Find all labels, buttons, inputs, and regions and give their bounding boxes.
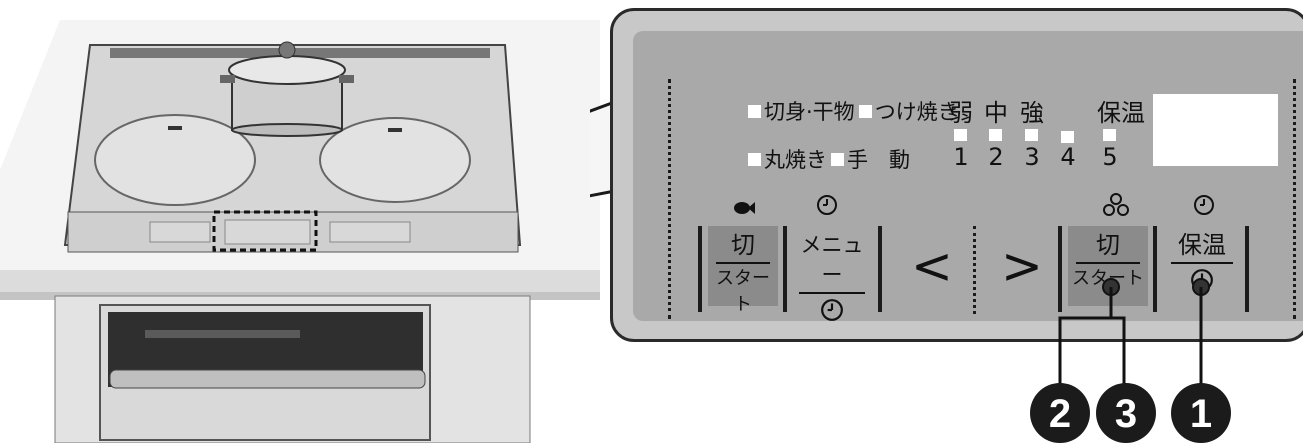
center-dotted-divider xyxy=(973,226,976,314)
indicator-tsukeyaki xyxy=(858,104,872,118)
divider-bar xyxy=(698,226,702,312)
strength-label-keep-warm: 保温 xyxy=(1097,99,1145,127)
fish-start-label: スタート xyxy=(716,268,770,315)
level-indicator-3 xyxy=(1025,129,1038,141)
mode-label-kirimi: 切身·干物 xyxy=(764,100,855,124)
burner-start-label: スタート xyxy=(1072,268,1144,289)
control-panel-face: 切身·干物 つけ焼き 丸焼き 手 動 弱 中 強 保温 1 2 3 4 5 xyxy=(633,31,1303,321)
display-screen xyxy=(1153,94,1278,166)
divider-bar xyxy=(1058,226,1062,312)
strength-label-mid: 中 xyxy=(984,99,1008,127)
level-number-4: 4 xyxy=(1060,143,1076,171)
fish-icon xyxy=(734,202,755,214)
burner-off-label: 切 xyxy=(1096,231,1120,259)
keep-warm-timer-button[interactable]: 保温 xyxy=(1163,226,1241,310)
timer-icon xyxy=(1194,195,1214,215)
counter-edge xyxy=(0,270,600,295)
divider-bar xyxy=(878,226,882,312)
callout-badge-2: 2 xyxy=(1030,383,1090,443)
level-number-3: 3 xyxy=(1024,143,1040,171)
indicator-maruyaki xyxy=(748,152,761,166)
callout-badge-1: 1 xyxy=(1171,383,1231,443)
button-divider-line xyxy=(1076,262,1140,264)
vent-grille xyxy=(110,48,490,58)
strength-label-strong: 強 xyxy=(1020,99,1044,127)
control-center xyxy=(224,219,311,245)
divider-bar xyxy=(783,226,787,312)
pot-knob xyxy=(278,41,296,59)
level-indicator-5 xyxy=(1103,129,1116,141)
divider-bar xyxy=(1245,226,1249,312)
divider-bar xyxy=(1153,226,1157,312)
indicator-shudo xyxy=(831,152,844,166)
prev-button[interactable]: < xyxy=(911,237,953,295)
oven-handle xyxy=(109,369,426,389)
mode-label-tsukeyaki: つけ焼き xyxy=(874,100,959,124)
keep-warm-label: 保温 xyxy=(1178,231,1226,259)
menu-timer-button[interactable]: メニュー xyxy=(791,226,873,321)
oven-glare xyxy=(145,330,300,338)
button-divider-line xyxy=(799,292,865,294)
button-divider-line xyxy=(1171,262,1233,264)
level-number-2: 2 xyxy=(988,143,1004,171)
burner-mark-right xyxy=(388,128,402,132)
fish-off-start-button[interactable]: 切 スタート xyxy=(708,226,778,315)
mode-label-maruyaki: 丸焼き xyxy=(764,148,827,172)
button-divider-line xyxy=(716,262,770,264)
mode-row-top: 切身·干物 つけ焼き xyxy=(748,96,959,126)
control-panel-zoom: 切身·干物 つけ焼き 丸焼き 手 動 弱 中 強 保温 1 2 3 4 5 xyxy=(610,8,1303,342)
level-number-5: 5 xyxy=(1102,143,1118,171)
mode-row-bottom: 丸焼き 手 動 xyxy=(748,144,910,174)
menu-label: メニュー xyxy=(800,233,864,287)
left-dotted-divider xyxy=(668,79,671,319)
control-right xyxy=(329,221,411,243)
strength-label-weak: 弱 xyxy=(949,99,973,127)
next-button[interactable]: > xyxy=(1001,237,1043,295)
fish-off-label: 切 xyxy=(731,231,755,259)
mode-label-shudo: 手 動 xyxy=(847,148,910,172)
pot-handle-right xyxy=(339,75,354,83)
pot-bottom xyxy=(231,123,343,137)
zoom-highlight xyxy=(212,210,318,252)
pot-handle-left xyxy=(220,75,235,83)
stove-illustration xyxy=(0,20,600,443)
burner-icon xyxy=(1103,193,1129,216)
right-dotted-divider xyxy=(1293,79,1296,319)
level-number-1: 1 xyxy=(953,143,969,171)
level-indicator-1 xyxy=(954,129,967,141)
timer-icon xyxy=(817,195,837,215)
level-indicator-4 xyxy=(1061,131,1074,143)
burner-left xyxy=(94,114,256,206)
callout-number-2: 2 xyxy=(1049,392,1071,436)
level-indicator-2 xyxy=(989,129,1002,141)
indicator-kirimi xyxy=(748,104,761,118)
callout-number-1: 1 xyxy=(1190,392,1212,436)
timer-icon xyxy=(821,299,843,321)
burner-right xyxy=(319,117,471,203)
control-left xyxy=(149,221,211,243)
callout-number-3: 3 xyxy=(1115,392,1137,436)
burner-mark-left xyxy=(168,126,182,130)
callout-badge-3: 3 xyxy=(1096,383,1156,443)
